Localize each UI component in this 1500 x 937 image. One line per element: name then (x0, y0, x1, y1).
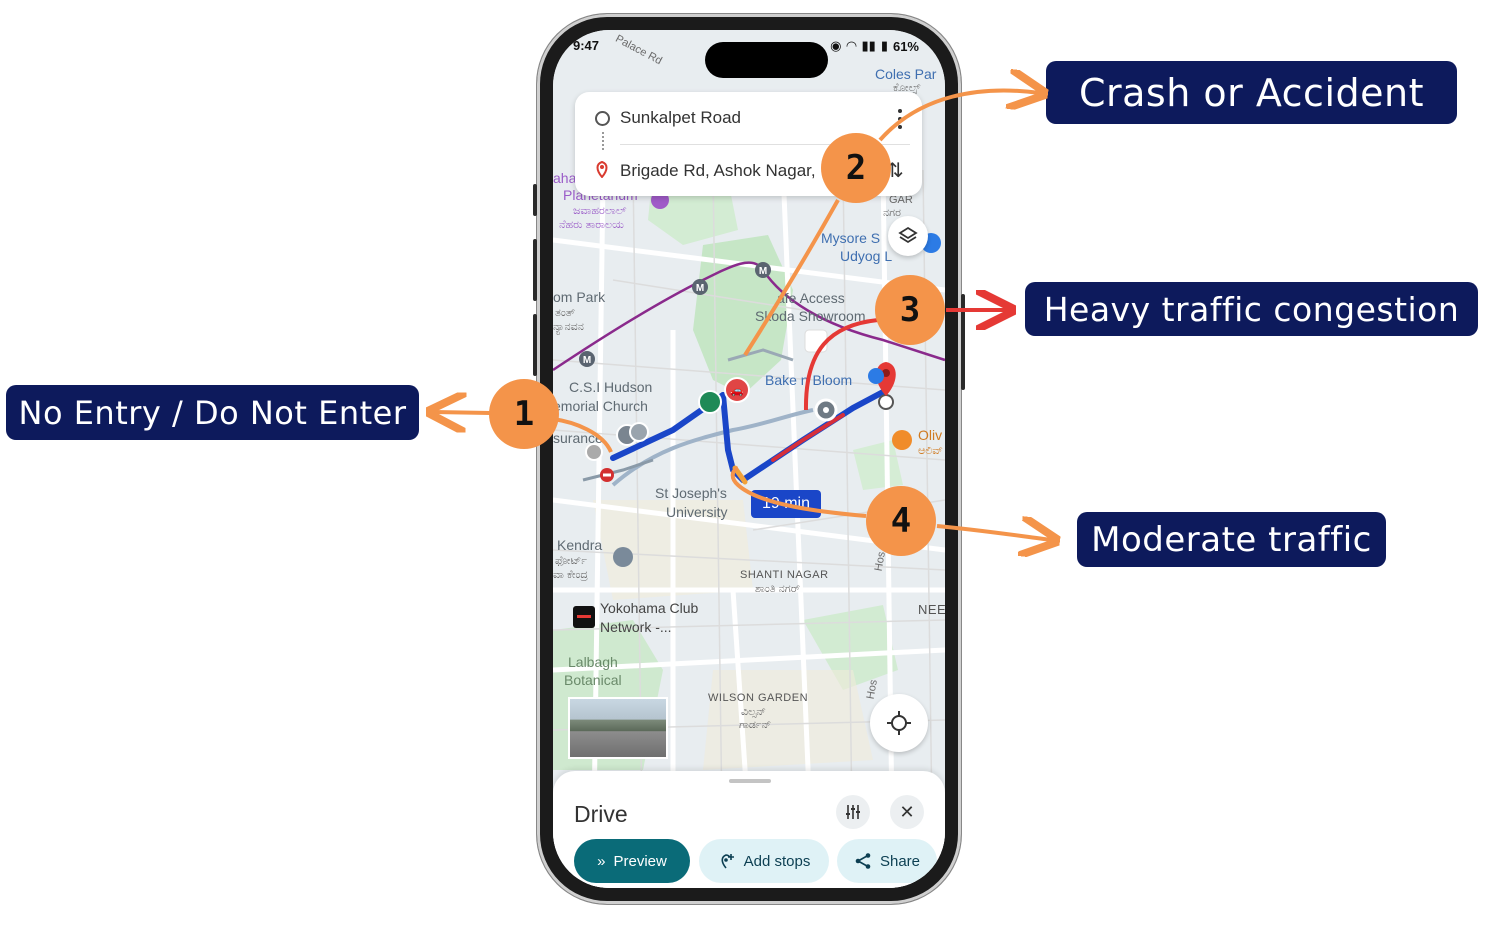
phone-volume-up (533, 239, 537, 301)
bottom-sheet: Drive ✕ » Preview Add stops Share (553, 771, 945, 888)
map-label: ಶಾಂತಿ ನಗರ್ (755, 583, 801, 595)
map-label: Lalbagh (568, 654, 618, 670)
place-marker (698, 390, 722, 414)
map-label: ನ್ಯಾನವನ (553, 321, 584, 333)
add-location-icon (721, 854, 734, 869)
more-vert-icon[interactable] (893, 109, 907, 129)
map-label: Udyog L (840, 248, 893, 264)
map-label: Oliv (918, 427, 943, 443)
battery-level: 61% (892, 38, 919, 54)
map-label: om Park (553, 289, 606, 305)
map-label: ಗಾರ್ಡನ್ (739, 719, 772, 731)
location-icon: ◉ (830, 38, 842, 53)
layers-icon[interactable] (888, 216, 928, 256)
map-label: C.S.I Hudson (569, 379, 653, 395)
add-stops-label: Add stops (743, 852, 811, 870)
street-view-thumbnail[interactable] (568, 697, 668, 759)
arrow-to-callout-1 (434, 412, 491, 413)
callout-heavy-traffic: Heavy traffic congestion (1025, 282, 1478, 336)
add-stops-button[interactable]: Add stops (699, 839, 829, 883)
map-label: aha (553, 170, 577, 186)
share-button[interactable]: Share (837, 839, 937, 883)
close-icon[interactable]: ✕ (890, 795, 924, 829)
my-location-icon[interactable] (870, 694, 928, 752)
sheet-drag-handle[interactable] (729, 779, 771, 783)
callout-number-4: 4 (866, 486, 936, 556)
map-label: SHANTI NAGAR (740, 569, 829, 581)
map-label: Bake n Bloom (765, 372, 853, 388)
share-label: Share (879, 852, 921, 870)
map-label: ತಂತ್ (555, 307, 576, 319)
phone-power-button (961, 294, 965, 390)
map-label: ಆಲಿವ್ (918, 445, 943, 457)
map-label: St Joseph's (655, 485, 727, 501)
map-label: ಜವಾಹರಲಾಲ್ (573, 205, 627, 217)
map-label: afe Access (777, 290, 845, 306)
map-label: NEE (918, 602, 945, 617)
eta-badge[interactable]: 19 min (751, 490, 821, 518)
park-area (803, 605, 898, 690)
map-label: Coles Par (875, 66, 937, 82)
status-time: 9:47 (573, 38, 600, 53)
double-chevron-icon: » (597, 852, 606, 870)
map-label: GAR (889, 194, 913, 206)
swap-vert-icon[interactable]: ⇅ (887, 160, 904, 182)
battery-icon: ▮ (880, 38, 888, 53)
map-label: Yokohama Club (600, 600, 699, 616)
map-label: emorial Church (553, 398, 648, 414)
svg-text:M: M (759, 266, 767, 277)
wifi-icon: ◠ (846, 38, 857, 53)
route-connector (602, 132, 606, 150)
tune-icon[interactable] (836, 795, 870, 829)
callout-no-entry: No Entry / Do Not Enter (6, 385, 419, 440)
map-label: ವಿಲ್ಸನ್ (741, 706, 766, 718)
phone-volume-down (533, 314, 537, 376)
map-label: University (666, 504, 728, 520)
travel-mode-title: Drive (574, 801, 628, 827)
origin-field[interactable]: Sunkalpet Road (620, 108, 741, 127)
callout-crash: Crash or Accident (1046, 61, 1457, 124)
preview-button[interactable]: » Preview (574, 839, 690, 883)
dynamic-island (705, 42, 828, 78)
callout-number-2: 2 (821, 133, 891, 203)
map-label: Mysore S (821, 230, 881, 246)
preview-label: Preview (613, 852, 667, 870)
svg-text:M: M (696, 283, 704, 294)
map-label: ಫೋರ್ಟ್ (555, 555, 587, 567)
heavy-traffic-segment (771, 413, 845, 462)
map-label: WILSON GARDEN (708, 692, 809, 704)
status-bar: 9:47 ◉ ◠ ▮▮ ▮ 61% (553, 30, 945, 70)
map-label: ನೆಹರು ತಾರಾಲಯ (559, 219, 624, 231)
map-label: ನಗರ (883, 207, 901, 219)
map-label: Network -... (600, 619, 672, 635)
map-label: ವಾ ಕೇಂದ್ರ (553, 569, 589, 581)
destination-pin-icon (596, 160, 608, 178)
phone-action-button (533, 184, 537, 216)
divider (620, 144, 910, 145)
callout-number-3: 3 (875, 275, 945, 345)
crash-icon (724, 377, 750, 403)
share-icon (855, 853, 871, 869)
status-icons: ◉ ◠ ▮▮ ▮ 61% (830, 38, 919, 54)
map-label: Kendra (557, 537, 603, 553)
origin-circle-icon (595, 111, 610, 126)
callout-moderate-traffic: Moderate traffic (1077, 512, 1386, 567)
map-label: surance (553, 430, 603, 446)
signal-icon: ▮▮ (861, 38, 876, 53)
map-label: Skoda Showroom (755, 308, 866, 324)
svg-text:M: M (583, 355, 591, 366)
map-label: Botanical (564, 672, 622, 688)
phone-frame: 🚗 M M M (533, 14, 965, 904)
destination-field[interactable]: Brigade Rd, Ashok Nagar, (620, 161, 816, 180)
callout-number-1: 1 (489, 379, 559, 449)
svg-text:🚗: 🚗 (730, 384, 744, 397)
